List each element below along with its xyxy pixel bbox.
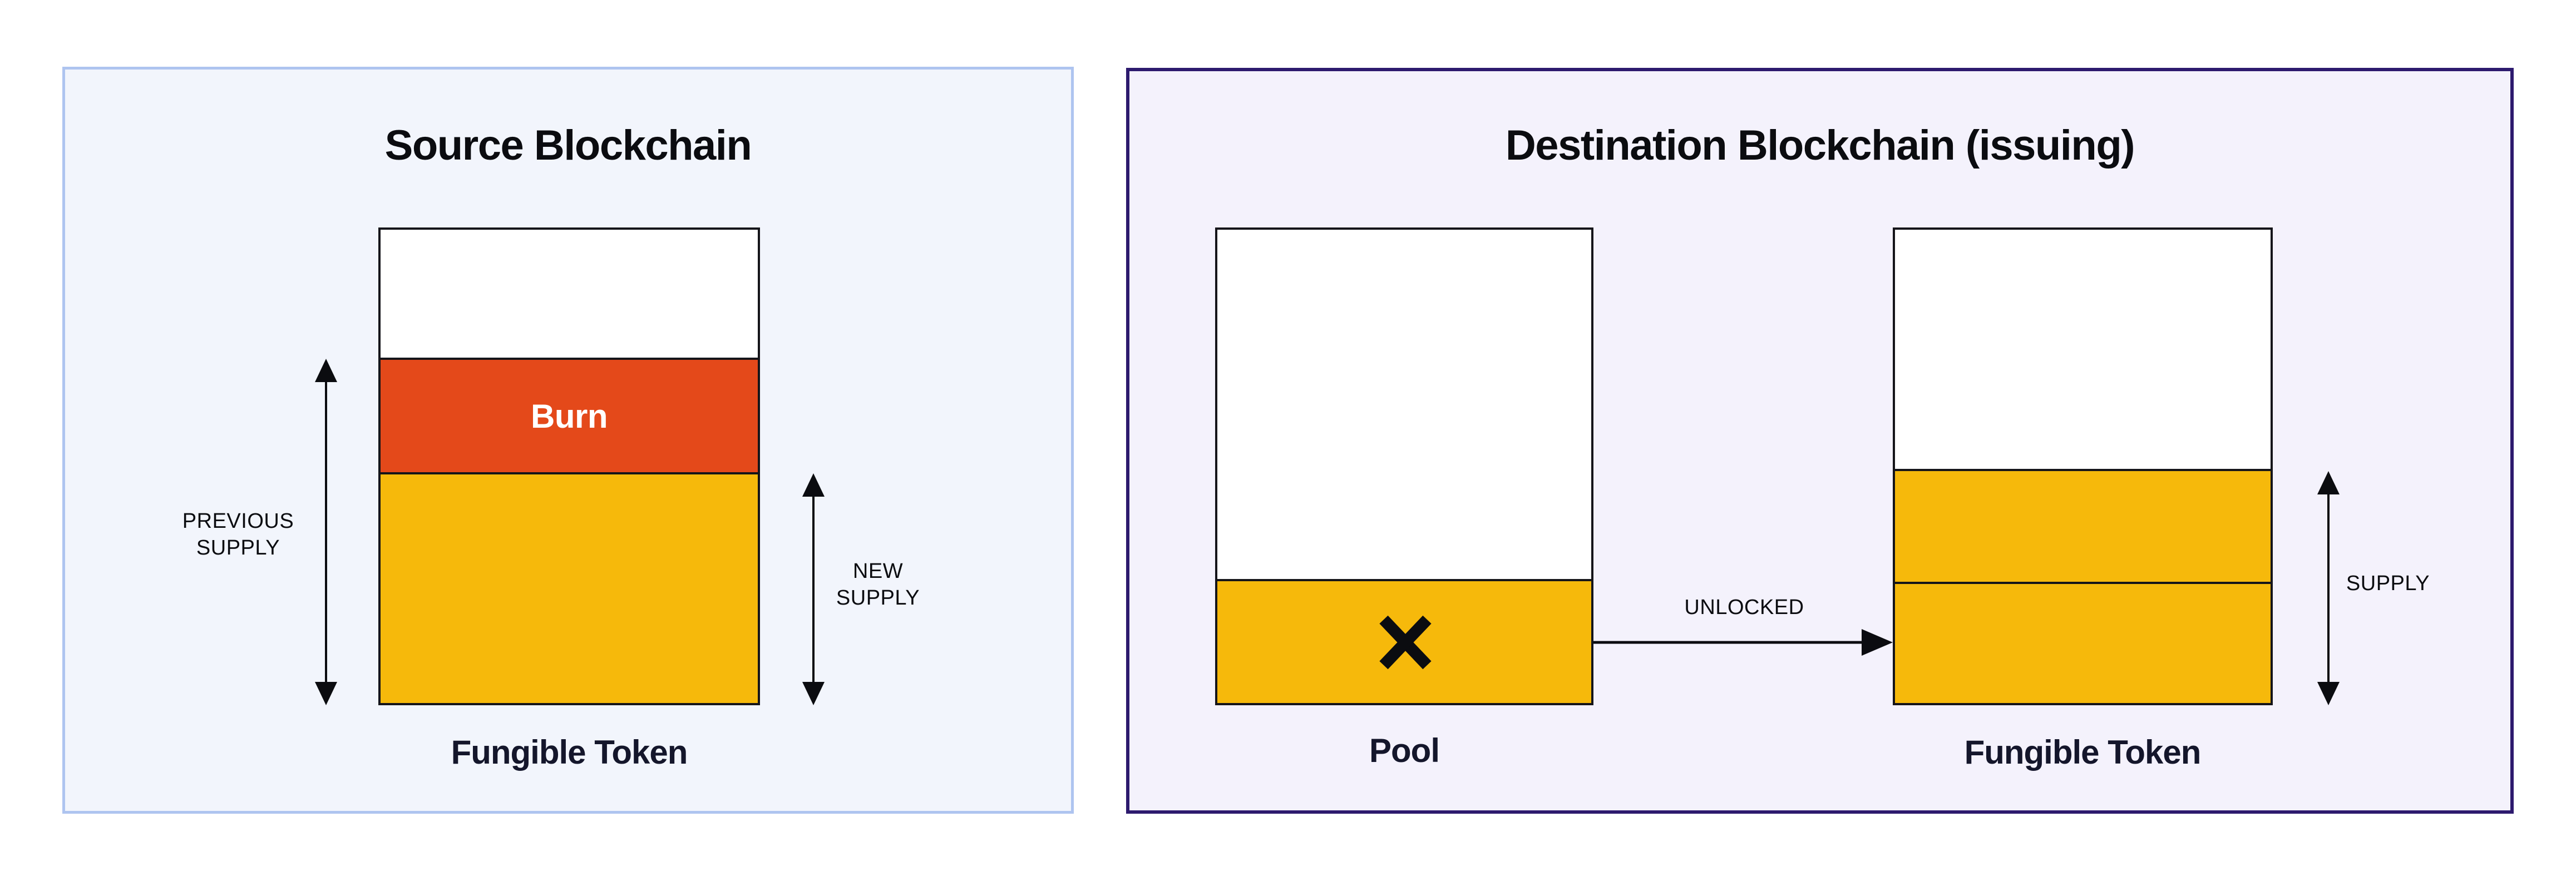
pool-caption: Pool	[1369, 732, 1440, 769]
arrowhead-up-icon	[2317, 471, 2340, 494]
source-bar-burn-segment: Burn	[381, 358, 758, 472]
previous-supply-label: PREVIOUS SUPPLY	[149, 508, 327, 561]
source-bar-supply-segment	[381, 472, 758, 703]
arrow-shaft	[1593, 641, 1864, 644]
destination-token-bar	[1893, 227, 2273, 705]
pool-bar-empty-segment	[1217, 230, 1591, 579]
source-token-bar: Burn	[378, 227, 760, 705]
unlocked-label: UNLOCKED	[1684, 596, 1804, 619]
destination-bar-supply-segment-bottom	[1895, 582, 2271, 703]
previous-supply-label-line2: SUPPLY	[196, 536, 280, 560]
arrowhead-up-icon	[315, 359, 337, 382]
arrowhead-right-icon	[1862, 629, 1893, 656]
destination-bar-supply-segment-top	[1895, 469, 2271, 582]
new-supply-arrow	[802, 473, 825, 705]
crossed-out-icon	[1379, 615, 1432, 670]
new-supply-label-line2: SUPPLY	[836, 586, 920, 610]
arrowhead-down-icon	[802, 682, 825, 705]
destination-bar-caption: Fungible Token	[1964, 734, 2202, 771]
arrowhead-up-icon	[802, 473, 825, 497]
supply-arrow	[2317, 471, 2340, 705]
arrow-shaft	[2327, 492, 2330, 684]
previous-supply-arrow	[315, 359, 337, 705]
previous-supply-label-line1: PREVIOUS	[182, 509, 294, 533]
arrow-shaft	[812, 494, 815, 684]
new-supply-label: NEW SUPPLY	[789, 558, 967, 611]
arrow-shaft	[325, 380, 327, 684]
arrowhead-down-icon	[315, 682, 337, 705]
source-panel-title: Source Blockchain	[384, 122, 752, 169]
arrowhead-down-icon	[2317, 682, 2340, 705]
source-bar-empty-segment	[381, 230, 758, 358]
destination-panel-title: Destination Blockchain (issuing)	[1505, 122, 2135, 169]
new-supply-label-line1: NEW	[852, 560, 904, 583]
source-bar-caption: Fungible Token	[451, 734, 688, 771]
destination-bar-empty-segment	[1895, 230, 2271, 469]
supply-label: SUPPLY	[2346, 572, 2430, 595]
burn-label: Burn	[531, 397, 608, 435]
unlocked-arrow	[1593, 629, 1893, 656]
